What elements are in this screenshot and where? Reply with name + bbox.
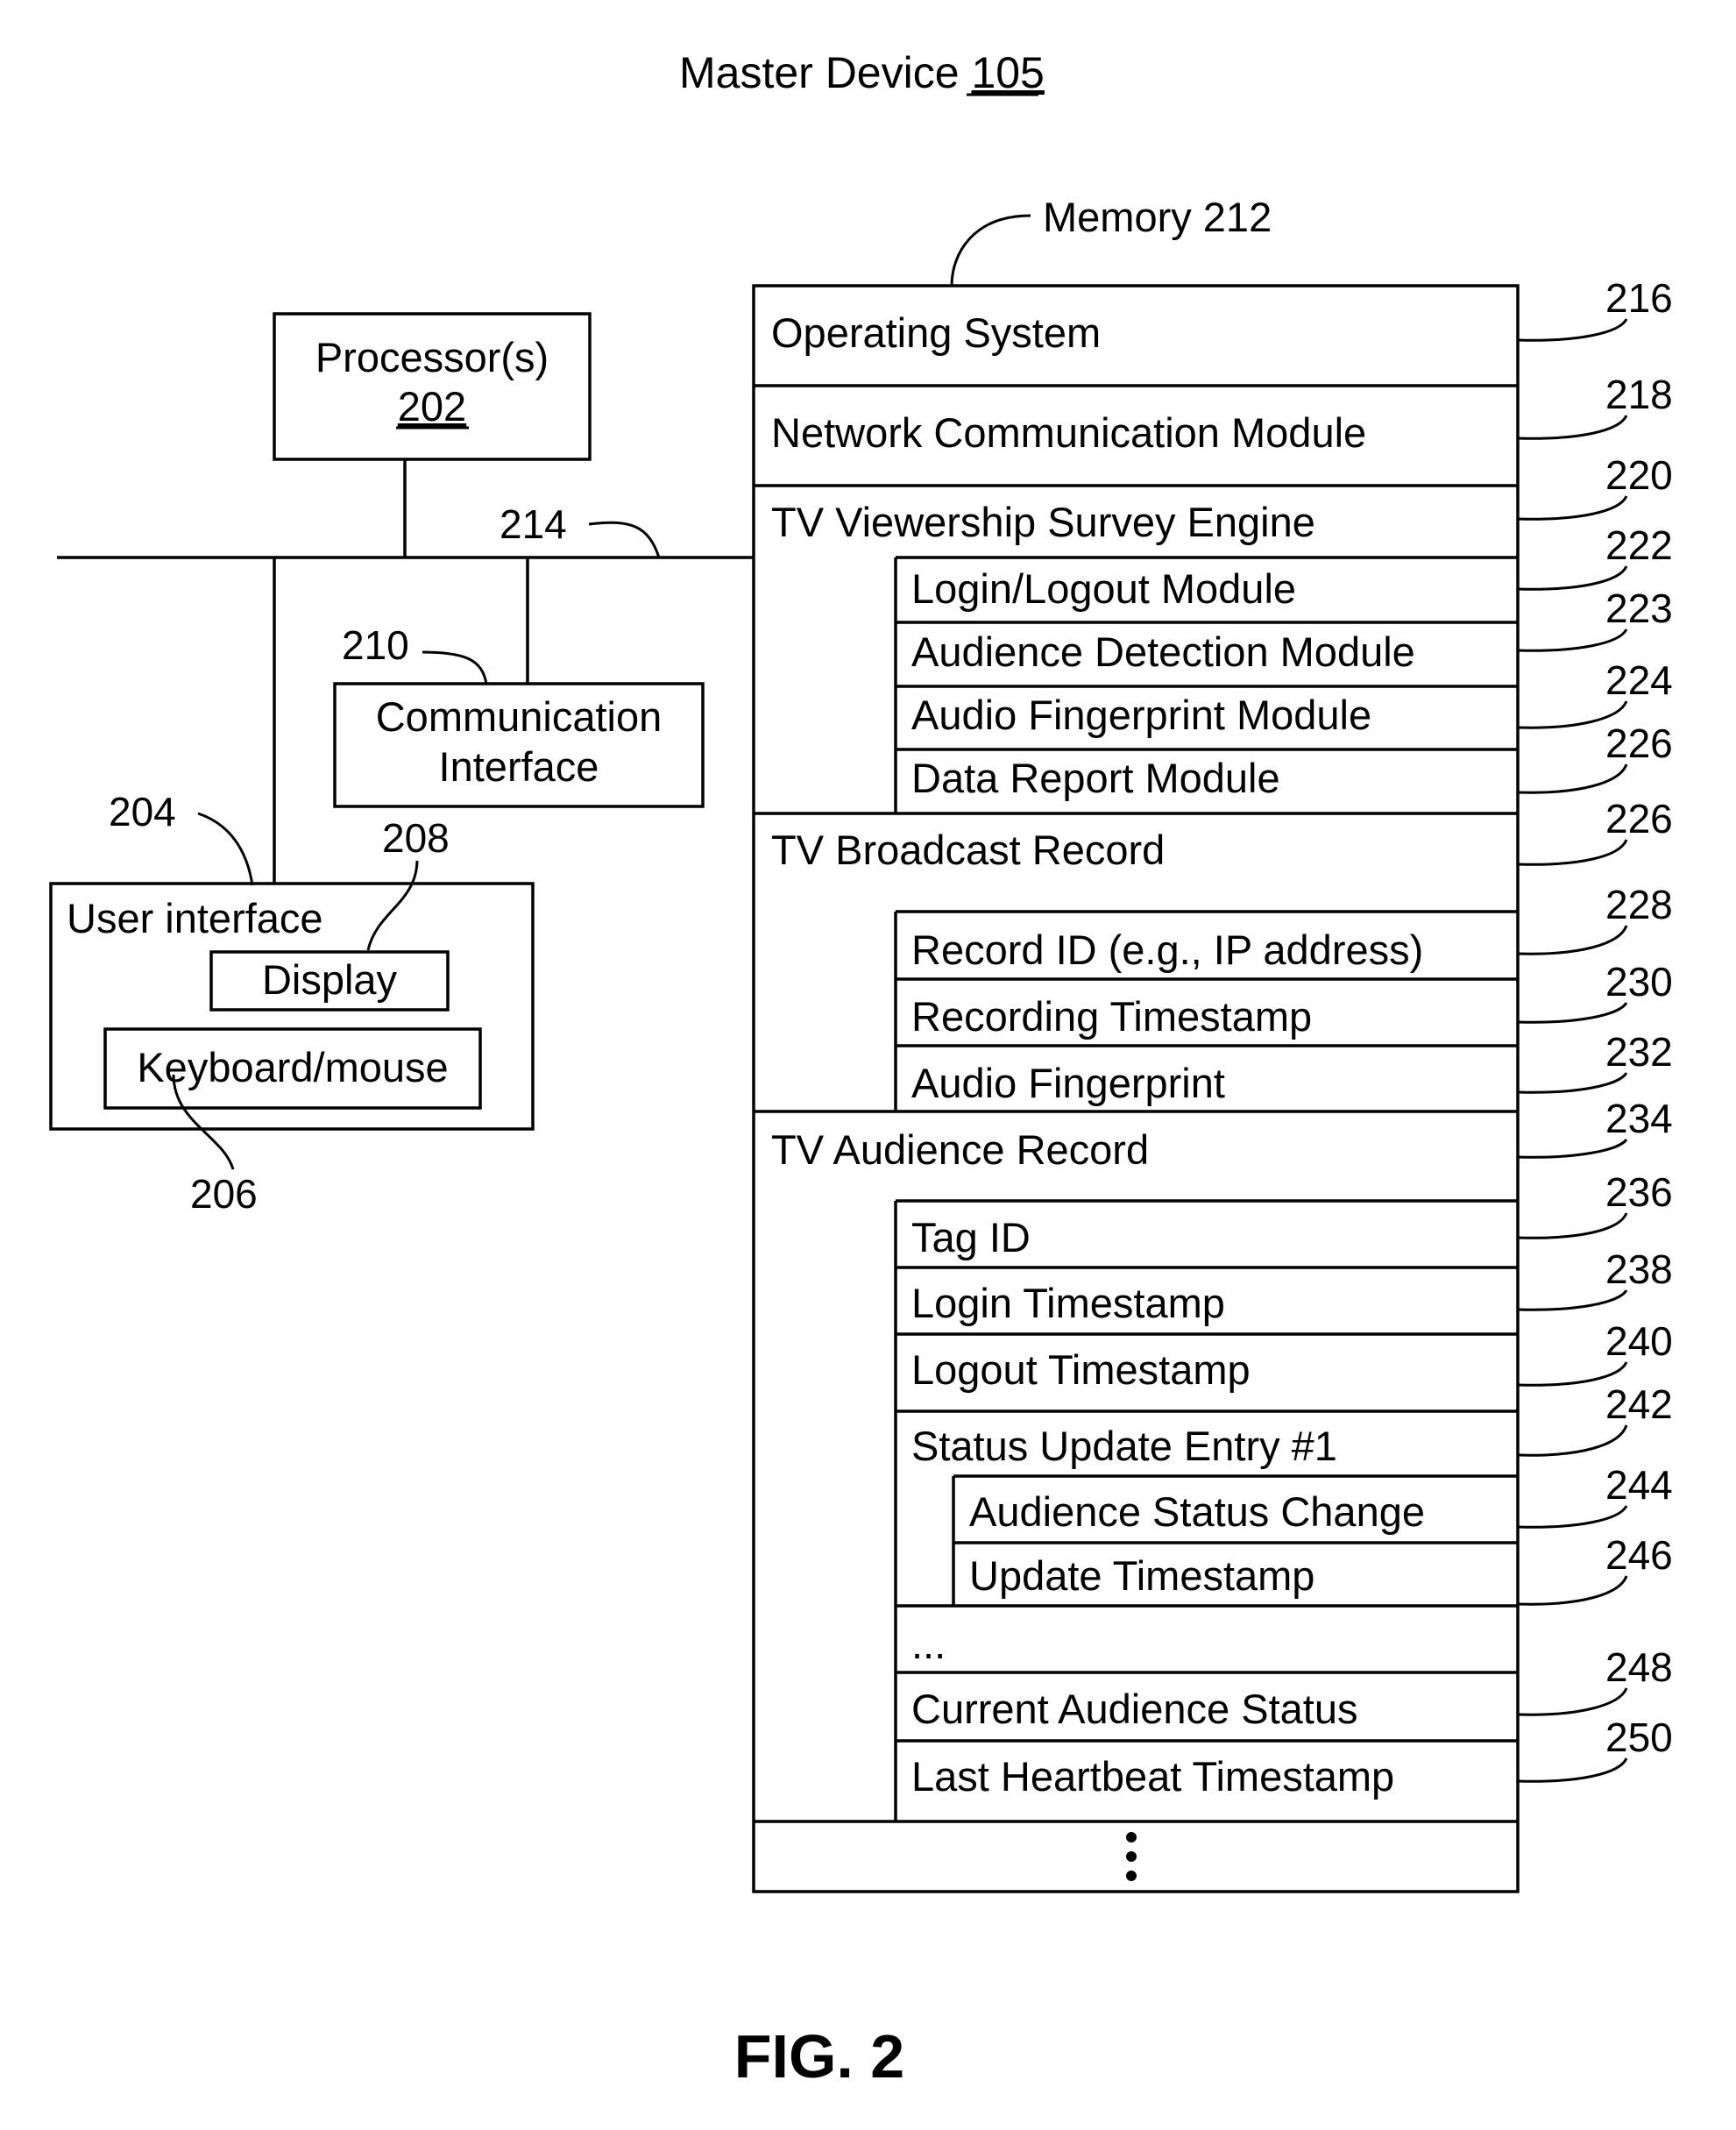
comm-interface-ref: 210 (342, 622, 409, 668)
title-ref: 105 (971, 48, 1044, 97)
leader-226a (1518, 764, 1626, 792)
audience-detection-module-label: Audience Detection Module (911, 628, 1415, 675)
continuation-dot (1126, 1832, 1137, 1842)
bus-leader (589, 522, 659, 557)
leader-226b (1518, 840, 1626, 864)
processor-label: Processor(s) (315, 334, 549, 380)
diagram-title: Master Device 105 (679, 48, 1045, 97)
recording-timestamp-label: Recording Timestamp (911, 993, 1312, 1040)
ref-218: 218 (1605, 372, 1673, 417)
title-label: Master Device (679, 48, 960, 97)
ref-250: 250 (1605, 1715, 1673, 1760)
ellipsis-label: ... (911, 1621, 946, 1667)
user-interface-label: User interface (67, 895, 323, 941)
leader-234 (1518, 1140, 1626, 1157)
user-interface-leader (198, 813, 252, 885)
leader-238 (1518, 1290, 1626, 1310)
ref-230: 230 (1605, 959, 1673, 1005)
tag-id-label: Tag ID (911, 1214, 1031, 1260)
leader-230 (1518, 1003, 1626, 1022)
data-report-module-label: Data Report Module (911, 755, 1280, 801)
leader-220 (1518, 496, 1626, 519)
continuation-dot (1126, 1871, 1137, 1881)
ref-226b: 226 (1605, 796, 1673, 841)
comm-interface-label-line2: Interface (439, 743, 599, 790)
current-audience-status-label: Current Audience Status (911, 1686, 1357, 1732)
ref-228: 228 (1605, 882, 1673, 927)
record-id-label: Record ID (e.g., IP address) (911, 927, 1423, 973)
ref-216: 216 (1605, 275, 1673, 321)
last-heartbeat-timestamp-label: Last Heartbeat Timestamp (911, 1753, 1394, 1800)
memory-leader (952, 216, 1031, 286)
leader-246 (1518, 1576, 1626, 1604)
display-label: Display (262, 956, 398, 1003)
ref-248: 248 (1605, 1644, 1673, 1690)
ref-242: 242 (1605, 1381, 1673, 1427)
update-timestamp-label: Update Timestamp (969, 1552, 1314, 1599)
leader-250 (1518, 1758, 1626, 1781)
leader-236 (1518, 1213, 1626, 1238)
leader-232 (1518, 1073, 1626, 1092)
logout-timestamp-label: Logout Timestamp (911, 1346, 1251, 1393)
user-interface-ref: 204 (109, 789, 176, 834)
os-label: Operating System (771, 309, 1101, 356)
ref-220: 220 (1605, 452, 1673, 498)
net-module-label: Network Communication Module (771, 409, 1366, 456)
ref-234: 234 (1605, 1096, 1673, 1141)
ref-236: 236 (1605, 1169, 1673, 1215)
leader-228 (1518, 926, 1626, 954)
figure-label: FIG. 2 (734, 2022, 904, 2091)
comm-interface-leader (422, 652, 486, 684)
broadcast-record-label: TV Broadcast Record (771, 827, 1165, 873)
ref-246: 246 (1605, 1532, 1673, 1578)
keyboard-mouse-ref: 206 (190, 1171, 258, 1217)
ref-232: 232 (1605, 1029, 1673, 1075)
ref-224: 224 (1605, 657, 1673, 703)
ref-244: 244 (1605, 1462, 1673, 1508)
ref-238: 238 (1605, 1246, 1673, 1292)
ref-240: 240 (1605, 1318, 1673, 1364)
bus-ref: 214 (500, 501, 567, 547)
ref-223: 223 (1605, 586, 1673, 631)
display-leader (368, 861, 417, 950)
reference-numerals: 216 218 220 222 223 224 226 226 228 230 … (1518, 275, 1673, 1781)
ref-226a: 226 (1605, 721, 1673, 766)
leader-223 (1518, 629, 1626, 650)
continuation-dot (1126, 1851, 1137, 1862)
leader-218 (1518, 415, 1626, 438)
login-logout-module-label: Login/Logout Module (911, 565, 1296, 612)
leader-244 (1518, 1506, 1626, 1527)
login-timestamp-label: Login Timestamp (911, 1280, 1225, 1326)
leader-216 (1518, 319, 1626, 340)
leader-248 (1518, 1688, 1626, 1715)
leader-242 (1518, 1425, 1626, 1455)
memory-label: Memory 212 (1043, 194, 1272, 240)
audience-record-label: TV Audience Record (771, 1126, 1149, 1173)
keyboard-mouse-label: Keyboard/mouse (137, 1044, 448, 1090)
ref-222: 222 (1605, 522, 1673, 568)
survey-engine-label: TV Viewership Survey Engine (771, 499, 1315, 545)
processor-ref: 202 (398, 383, 466, 430)
comm-interface-label-line1: Communication (376, 693, 663, 740)
audio-fingerprint-module-label: Audio Fingerprint Module (911, 692, 1371, 738)
status-update-entry-label: Status Update Entry #1 (911, 1423, 1337, 1469)
display-ref: 208 (382, 815, 450, 861)
audience-status-change-label: Audience Status Change (969, 1488, 1425, 1535)
audio-fingerprint-label: Audio Fingerprint (911, 1060, 1225, 1106)
